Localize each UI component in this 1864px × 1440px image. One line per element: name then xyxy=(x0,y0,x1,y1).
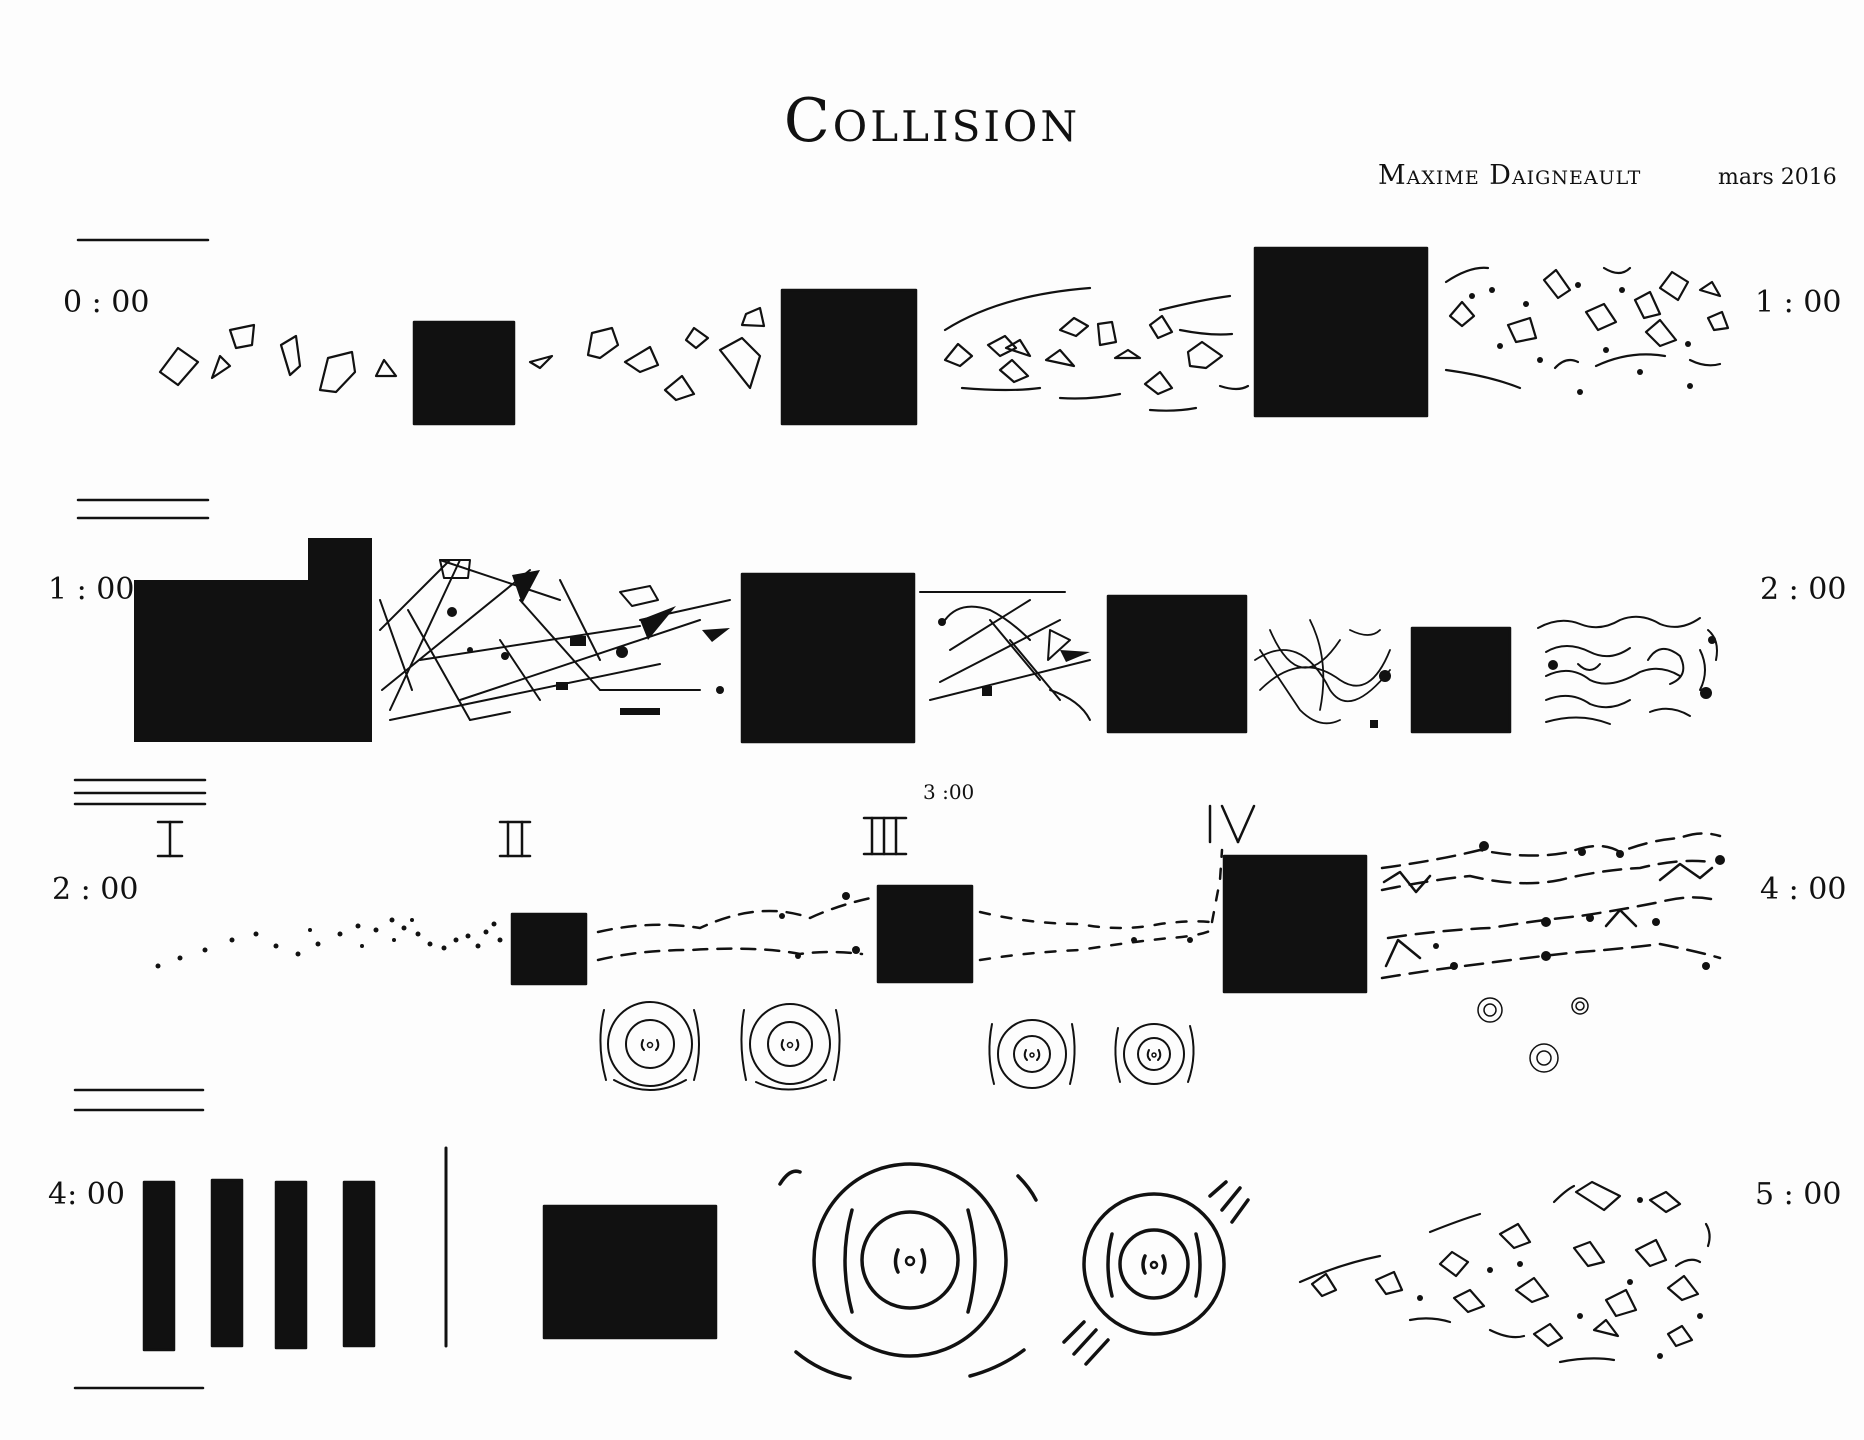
row3-block-1 xyxy=(510,912,588,986)
row1-block-2 xyxy=(780,288,918,426)
section-iv-numeral xyxy=(1208,804,1256,844)
row3-ripple-4 xyxy=(1114,1023,1195,1085)
row2-staff-lines xyxy=(76,498,210,520)
row2-waves xyxy=(1537,615,1718,725)
section-i-numeral xyxy=(156,820,184,858)
row2-wave-dots xyxy=(1548,636,1716,699)
row3-dotted-lines-c xyxy=(1380,832,1722,980)
row3-block-2 xyxy=(876,884,974,984)
row1-fragments-c xyxy=(943,286,1250,412)
score-title: Collision xyxy=(783,86,1081,156)
row3-ripple-3 xyxy=(988,1019,1076,1089)
row1-end-time: 1 : 00 xyxy=(1755,285,1842,320)
composition-date: mars 2016 xyxy=(1718,165,1837,190)
row3-end-time: 4 : 00 xyxy=(1760,872,1847,907)
row2-block-1 xyxy=(136,578,310,580)
section-ii-numeral xyxy=(498,820,532,858)
row2-block-1-shape xyxy=(134,538,372,742)
row2-gesture-fills-a xyxy=(447,570,730,715)
row1-fragments-a xyxy=(158,323,398,394)
composer-name: Maxime Daigneault xyxy=(1378,160,1642,191)
row2-end-time: 2 : 00 xyxy=(1760,572,1847,607)
row1-fragments-b xyxy=(528,306,766,402)
row3-dots-b xyxy=(1131,937,1193,943)
section-numerals xyxy=(156,804,1256,858)
row1-fragments-d xyxy=(1444,266,1730,390)
row4-bar-3 xyxy=(274,1180,308,1350)
row3-start-time: 2 : 00 xyxy=(52,872,139,907)
row3-ripple-1 xyxy=(599,1001,700,1091)
row2-start-time: 1 : 00 xyxy=(48,572,135,607)
row1-dots xyxy=(1469,282,1693,395)
row2-block-2 xyxy=(740,572,916,744)
row4-bar-2 xyxy=(210,1178,244,1348)
row2-gesture-lines-b xyxy=(919,591,1091,721)
section-iii-numeral xyxy=(862,816,908,856)
row2-gesture-lines-a xyxy=(379,559,731,721)
row3-dots-c xyxy=(1433,841,1725,970)
row1-block-1 xyxy=(412,320,516,426)
row4-ripple-large-1 xyxy=(778,1162,1038,1380)
row3-ripple-2 xyxy=(740,1003,841,1091)
row4-end-time: 5 : 00 xyxy=(1755,1177,1842,1212)
row4-bar-1 xyxy=(142,1180,176,1352)
row4-bar-4 xyxy=(342,1180,376,1348)
row3-small-ripples xyxy=(1477,997,1589,1073)
row4-dots xyxy=(1417,1197,1703,1359)
row3-dotted-lines-b xyxy=(978,848,1224,962)
row3-dotted-lines-a xyxy=(596,894,882,962)
row3-zigzags xyxy=(1382,862,1714,968)
row4-block-1 xyxy=(542,1204,718,1340)
row2-gesture-fills-c xyxy=(1370,670,1391,728)
row2-gesture-lines-c xyxy=(1254,619,1391,725)
row4-staff-lines xyxy=(73,1088,205,1390)
row4-ripple-large-2 xyxy=(1062,1180,1250,1366)
row4-start-time: 4: 00 xyxy=(48,1177,125,1212)
row4-fragments xyxy=(1298,1180,1711,1364)
row3-marker-time: 3 :00 xyxy=(923,780,975,804)
row2-block-4 xyxy=(1410,626,1512,734)
row3-scattered-dots-a xyxy=(155,917,503,969)
row2-block-3 xyxy=(1106,594,1248,734)
row3-staff-lines xyxy=(73,778,207,806)
row1-start-time: 0 : 00 xyxy=(63,285,150,320)
row1-block-3 xyxy=(1253,246,1429,418)
row3-block-3 xyxy=(1222,854,1368,994)
row2-gesture-fills-b xyxy=(938,618,1090,696)
row3-dots-a xyxy=(779,892,860,959)
